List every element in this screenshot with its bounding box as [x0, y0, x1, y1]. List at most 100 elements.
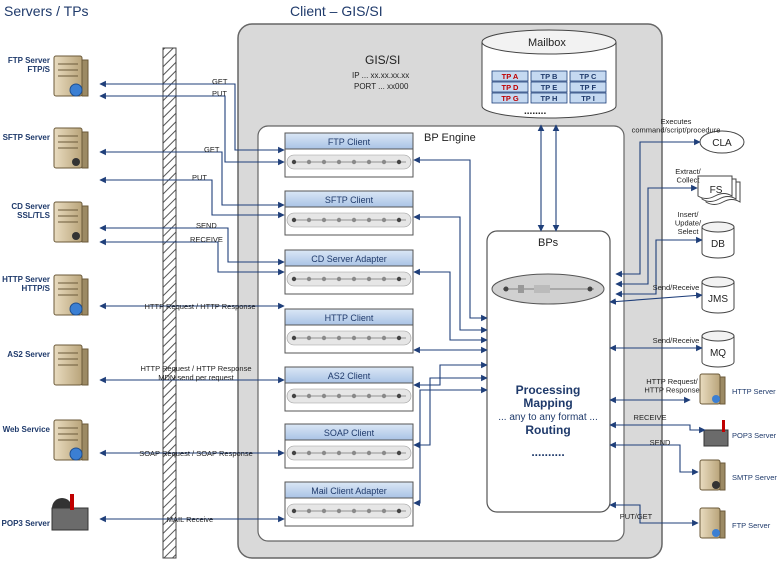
- flow-node-icon: [396, 159, 402, 165]
- adapter[interactable]: FTP Client: [284, 132, 414, 178]
- flow-node-icon: [306, 217, 312, 223]
- connector-label-line: Update/: [675, 219, 702, 228]
- mailbox-flag-icon: [722, 420, 725, 432]
- server-side-icon: [81, 131, 89, 169]
- adapter[interactable]: Mail Client Adapter: [284, 481, 414, 527]
- connector-label-line: Select: [678, 227, 700, 236]
- left-server-label-line: HTTP/S: [22, 284, 51, 293]
- globe-icon: [69, 302, 83, 316]
- globe-icon: [712, 481, 720, 489]
- connector-arrow: [609, 421, 706, 434]
- flow-node-icon: [366, 508, 372, 514]
- connector-arrow: [609, 441, 699, 476]
- bps-any-format: ... any to any format ...: [498, 412, 598, 423]
- file-icon: [697, 175, 733, 199]
- left-server-label: SFTP Server: [3, 133, 50, 142]
- flow-node-icon: [336, 450, 342, 456]
- connector-label: PUT/GET: [620, 512, 653, 521]
- left-server-label: Web Service: [3, 425, 51, 434]
- bps-mapping: Mapping: [523, 396, 572, 410]
- bps-routing: Routing: [525, 423, 570, 437]
- adapter[interactable]: SFTP Client: [284, 190, 414, 236]
- flow-node-icon: [381, 276, 387, 282]
- left-server-label-line: FTP/S: [27, 65, 50, 74]
- flow-node-icon: [366, 450, 372, 456]
- left-server-label-line: CD Server: [11, 202, 50, 211]
- flow-node-icon: [366, 217, 372, 223]
- flow-node-icon: [396, 508, 402, 514]
- flow-node-icon: [321, 508, 327, 514]
- right-system-cylinder[interactable]: MQ: [701, 330, 735, 368]
- flow-node-icon: [396, 335, 402, 341]
- right-system-label: CLA: [712, 138, 732, 149]
- globe-icon: [69, 447, 83, 461]
- database-icon: [701, 336, 735, 368]
- server-side-icon: [719, 376, 726, 405]
- mailbox-cell: [530, 81, 568, 93]
- flow-node-icon: [396, 450, 402, 456]
- connector-arrow: [99, 238, 285, 276]
- bps-box[interactable]: [486, 230, 611, 513]
- right-system-server[interactable]: HTTP Server: [699, 373, 776, 405]
- right-system-server[interactable]: POP3 Server: [703, 420, 777, 447]
- flow-node-icon: [366, 159, 372, 165]
- mailbox-cell: [491, 70, 529, 82]
- left-server[interactable]: Web Service: [3, 419, 89, 461]
- flow-node-icon: [351, 335, 357, 341]
- disk-icon: [72, 232, 80, 240]
- left-server-label: POP3 Server: [2, 519, 50, 528]
- flow-node-icon: [306, 508, 312, 514]
- mailbox-top-icon: [52, 498, 72, 508]
- adapter[interactable]: SOAP Client: [284, 423, 414, 469]
- right-system-server[interactable]: FTP Server: [699, 507, 771, 539]
- adapter[interactable]: AS2 Client: [284, 366, 414, 412]
- mailbox-cell-label: TP A: [502, 72, 519, 81]
- connector-label-line: HTTP Response: [644, 386, 699, 395]
- mailbox-cell-label: TP E: [541, 83, 558, 92]
- mailbox-cell: [569, 81, 607, 93]
- connector-label: MAIL Receive: [167, 515, 213, 524]
- adapter-header: [284, 190, 414, 208]
- connector-label-line: Collect: [677, 176, 701, 185]
- right-system-cylinder[interactable]: DB: [701, 221, 735, 259]
- mailbox-icon: [51, 507, 89, 531]
- flow-node-icon: [396, 393, 402, 399]
- right-system-server[interactable]: SMTP Server: [699, 459, 777, 491]
- connectors: [99, 80, 706, 527]
- flow-node-icon: [321, 393, 327, 399]
- left-server[interactable]: AS2 Server: [7, 344, 89, 386]
- flow-node-icon: [336, 393, 342, 399]
- adapter[interactable]: HTTP Client: [284, 308, 414, 354]
- left-server[interactable]: POP3 Server: [2, 494, 89, 531]
- flow-node-icon: [321, 217, 327, 223]
- adapter-header: [284, 481, 414, 499]
- right-system-cylinder[interactable]: JMS: [701, 276, 735, 314]
- client-title: Client – GIS/SI: [290, 3, 383, 19]
- flow-node-icon: [321, 276, 327, 282]
- connector-label: GET: [204, 145, 220, 154]
- connector-label-line: Extract/: [675, 167, 701, 176]
- right-system-fs[interactable]: FS: [697, 175, 741, 205]
- flow-node-icon: [366, 393, 372, 399]
- flow-node-icon: [306, 159, 312, 165]
- right-system-label: FS: [710, 185, 723, 196]
- connector-arrow: [413, 268, 488, 344]
- flow-node-icon: [396, 217, 402, 223]
- flow-node-icon: [336, 159, 342, 165]
- adapter-header: [284, 308, 414, 326]
- left-server[interactable]: SFTP Server: [3, 127, 89, 169]
- adapter[interactable]: CD Server Adapter: [284, 249, 414, 295]
- mailbox-cell: [569, 92, 607, 104]
- connector-arrow: [609, 501, 699, 527]
- flow-node-icon: [291, 276, 297, 282]
- flow-node-icon: [321, 335, 327, 341]
- connector-arrow: [99, 176, 285, 219]
